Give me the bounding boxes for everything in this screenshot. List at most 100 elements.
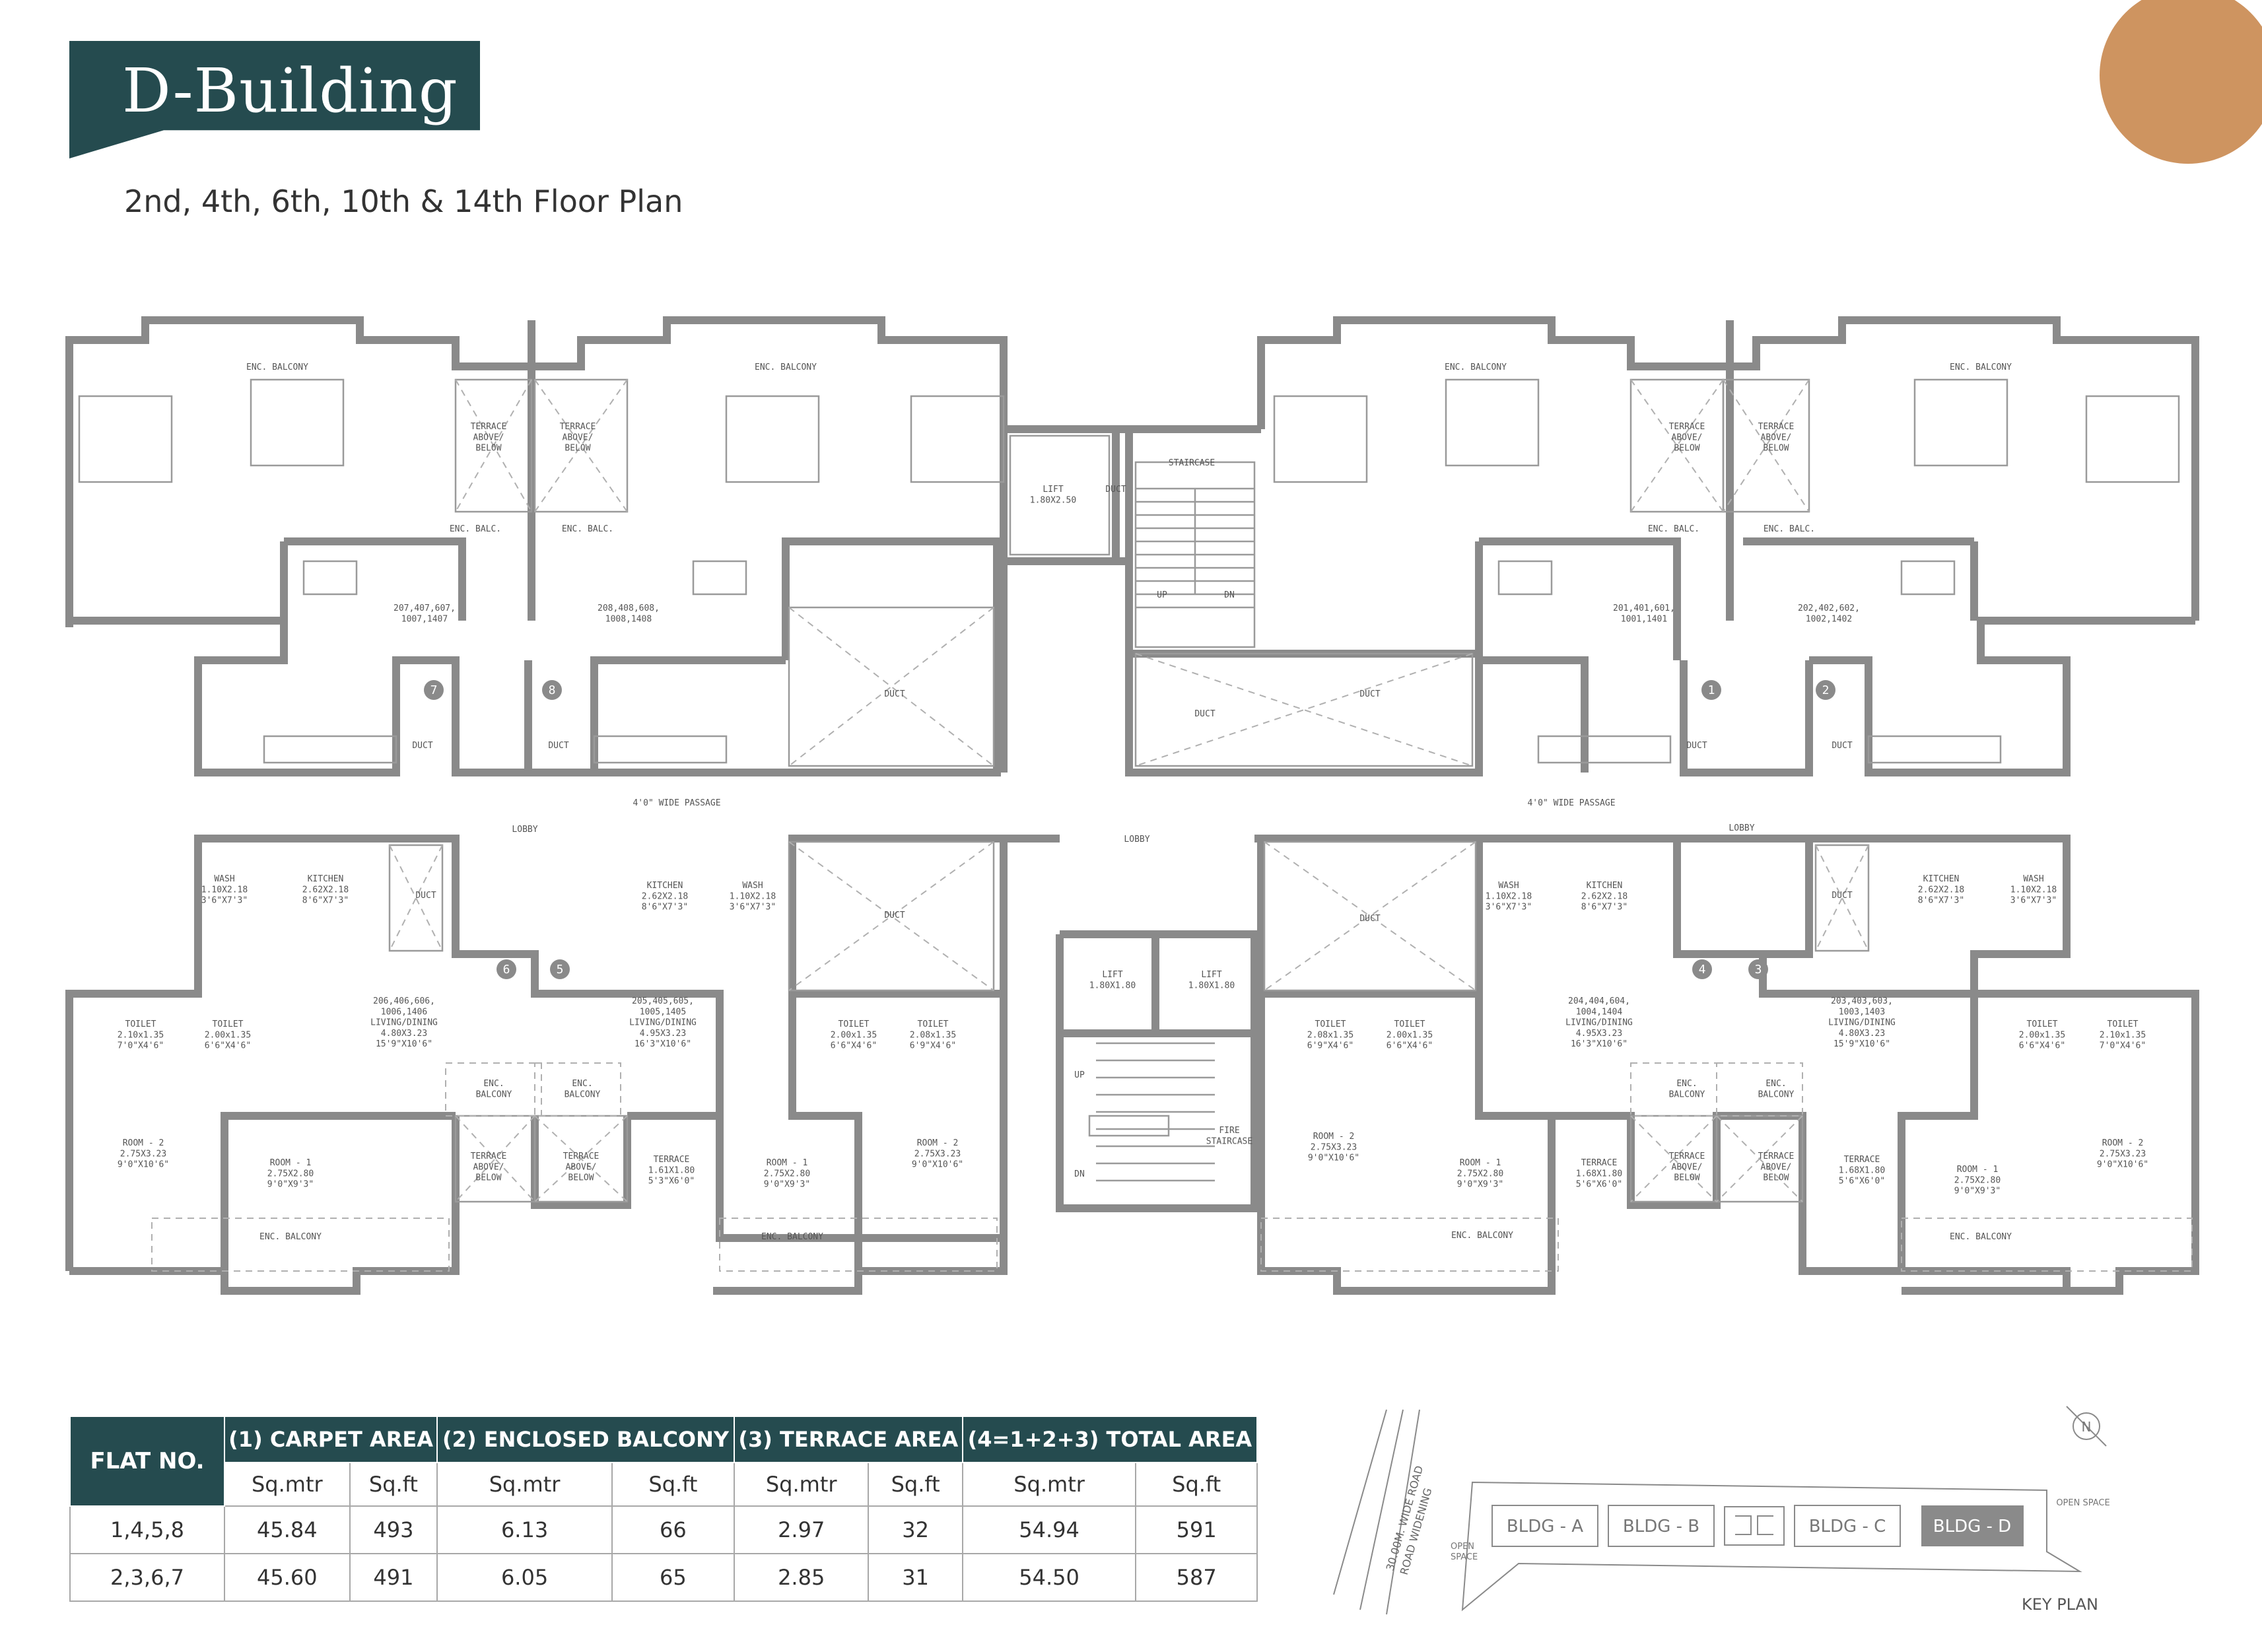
enc-balcony-label: ENC. BALCONY <box>1950 362 2012 372</box>
duct-diagonal <box>1630 379 1724 512</box>
flat-marker-number: 3 <box>1755 963 1762 977</box>
duct-box <box>1263 841 1477 992</box>
wall <box>1809 617 2195 776</box>
duct-box <box>788 606 995 767</box>
wall <box>1680 660 1813 776</box>
unit-header: Sq.ft <box>1135 1462 1258 1507</box>
flat-no-header: FLAT NO. <box>69 1416 225 1507</box>
road-label: 30.00M. WIDE ROAD ROAD WIDENING <box>1384 1461 1441 1576</box>
wall <box>1763 839 1813 958</box>
duct-diagonal <box>1815 844 1869 951</box>
duct-diagonal <box>455 1115 535 1202</box>
enc-balcony-dashed <box>534 1062 621 1117</box>
enc-balcony-label: ENC. BALCONY <box>1950 1232 2012 1242</box>
bldg-c-box <box>1794 1505 1901 1547</box>
duct-diagonal <box>1264 841 1476 991</box>
table-cell: 2,3,6,7 <box>69 1553 225 1602</box>
flat-marker-number: 7 <box>430 683 438 697</box>
flat-number-label: 208,408,608,1008,1408 <box>598 603 660 624</box>
flat-marker <box>550 959 570 979</box>
wall <box>788 994 862 1271</box>
enc-balcony-label: ENC.BALCONY <box>476 1079 512 1099</box>
bed <box>1445 378 1540 467</box>
enc-balcony-label: ENC. BALCONY <box>1445 362 1507 372</box>
duct-diagonal <box>788 607 994 767</box>
fire-stair-landing <box>1088 1115 1170 1137</box>
terrace-box <box>454 378 533 513</box>
duct-box <box>388 844 444 952</box>
table-row: 1,4,5,8 45.84 493 6.13 66 2.97 32 54.94 … <box>69 1505 1258 1554</box>
road-edge <box>1386 1409 1420 1615</box>
bed <box>1273 395 1368 483</box>
stair-dn-label: DN <box>1224 590 1235 600</box>
key-plan: BLDG - A BLDG - B BLDG - C BLDG - D OPEN… <box>1333 1406 2110 1615</box>
floor-plan-walls <box>65 316 2199 1295</box>
staircase-label: STAIRCASE <box>1169 458 1215 468</box>
duct-diagonal <box>389 844 443 951</box>
enclosed-balcony-header: (2) ENCLOSED BALCONY <box>436 1416 735 1463</box>
terrace-box <box>1722 378 1810 513</box>
flat-number-label: 207,407,607,1007,1407 <box>394 603 456 624</box>
duct-label: DUCT <box>412 741 432 751</box>
duct-label: DUCT <box>884 689 905 699</box>
lobby-label: LOBBY <box>1124 835 1149 844</box>
table-cell: 6.13 <box>436 1505 613 1554</box>
bed <box>725 395 820 483</box>
table-cell: 6.05 <box>436 1553 613 1602</box>
table-cell: 2.97 <box>733 1505 870 1554</box>
table-cell: 493 <box>349 1505 438 1554</box>
dining-table <box>1900 560 1956 596</box>
table-cell: 587 <box>1135 1553 1258 1602</box>
enc-balc-label: ENC. BALC. <box>562 524 613 534</box>
dining-table <box>302 560 358 596</box>
page-subtitle: 2nd, 4th, 6th, 10th & 14th Floor Plan <box>124 184 683 219</box>
kitchen-counter <box>1867 735 2002 764</box>
duct-label: DUCT <box>884 911 905 920</box>
flat-marker <box>1692 959 1712 979</box>
unit-header: Sq.mtr <box>436 1462 613 1507</box>
enc-balc-label: ENC. BALC. <box>1764 524 1815 534</box>
bldg-c-label: BLDG - C <box>1809 1517 1886 1536</box>
flat-marker-number: 1 <box>1708 683 1715 697</box>
flat-marker-number: 4 <box>1699 963 1706 977</box>
duct-diagonal <box>788 841 994 991</box>
key-plan-label: KEY PLAN <box>2022 1595 2098 1614</box>
table-cell: 591 <box>1135 1505 1258 1554</box>
duct-diagonal <box>534 379 628 512</box>
enc-balcony-label: ENC. BALCONY <box>761 1232 823 1242</box>
kitchen-counter <box>263 735 397 764</box>
wall <box>1479 835 2071 1291</box>
flat-marker <box>424 680 444 700</box>
lobby-label: LOBBY <box>1729 823 1754 833</box>
duct-diagonal <box>1264 841 1476 991</box>
passage-label: 4'0" WIDE PASSAGE <box>633 798 720 808</box>
fire-stair-core <box>1056 1033 1258 1212</box>
enc-balcony-label: ENC.BALCONY <box>1669 1079 1705 1099</box>
unit-header: Sq.mtr <box>961 1462 1137 1507</box>
open-space-left: OPEN SPACE <box>1451 1542 1478 1562</box>
wall <box>221 1116 460 1295</box>
bed <box>2085 395 2180 483</box>
duct-diagonal <box>455 1115 535 1202</box>
flat-number-label: 201,401,601,1001,1401 <box>1613 603 1675 624</box>
enc-balc-label: ENC. BALC. <box>450 524 501 534</box>
